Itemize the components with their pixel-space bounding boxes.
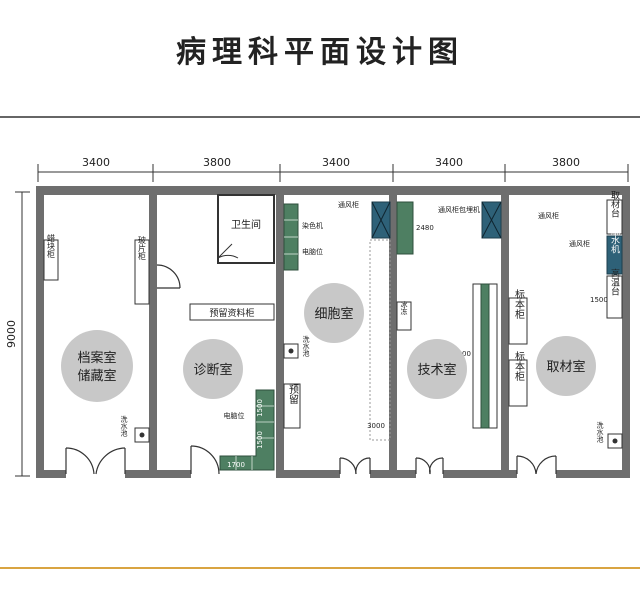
equipment-vent [396,201,414,255]
data-cabinet [189,303,275,321]
specimen-cabinet-2 [508,359,528,407]
technical-room-label: 技术室 [417,362,456,378]
tech-bench-inner [480,283,490,429]
archive-room-label-2: 储藏室 [77,368,116,384]
specimen-cabinet-1 [508,297,528,345]
vent-cabinet-sample-label-2: 通风柜 [569,239,590,248]
dim-width-1: 3400 [82,156,110,169]
dim-1700: 1700 [227,461,245,469]
archive-room-label-1: 档案室 [77,350,116,366]
diagnosis-room-label: 诊断室 [193,362,232,378]
data-cabinet-label: 预留资料柜 [209,307,254,319]
specimen-label-2: 标本柜 [513,351,525,382]
dim-3000: 3000 [367,422,385,430]
freeze-label: 冰冻 [400,300,408,315]
reserve-label: 预留 [287,384,299,405]
toilet-door [217,243,239,259]
dim-width-4: 3400 [435,156,463,169]
slide-cabinet [134,239,150,305]
reserve-box [283,383,301,429]
stainer-units [284,219,298,255]
archive-room-marker [61,330,133,402]
toilet-label: 卫生间 [231,218,261,231]
specimen-label-1: 标本柜 [513,289,525,320]
embed-vent-label: 通风柜包埋机 [438,205,480,214]
top-dimension-line [37,164,629,182]
cell-room-marker [304,283,364,343]
dim-width-3: 3400 [322,156,350,169]
sampling-room-marker [536,336,596,396]
sink-sample-label: 洗水池 [596,421,604,443]
diagnosis-room-marker [183,339,243,399]
sink-sample-drain-icon [612,438,618,444]
sink-cell-drain-icon [288,348,294,354]
high-temp-label: 高温台 [609,267,620,296]
cell-computer-label: 电脑位 [302,247,323,256]
wax-cabinet-label: 蜡块柜 [47,233,56,259]
dim-2480: 2480 [416,224,434,232]
diagnosis-computer-label: 电脑位 [224,411,245,420]
cell-bench [369,239,391,441]
stainer-label: 染色机 [302,221,323,230]
dehydrator [606,235,623,275]
cutting-table-label: 取材台 [609,190,620,218]
slide-cabinet-label: 玻片柜 [138,235,147,261]
freeze-box [396,301,412,331]
sink-archive-label: 洗水池 [120,415,128,437]
dim-height: 9000 [5,320,18,348]
computer-desk [219,389,275,471]
sink-cell-label: 洗水池 [302,335,310,357]
dim-width-5: 3800 [552,156,580,169]
cell-room-label: 细胞室 [314,306,353,322]
wax-block-cabinet [43,239,59,281]
embed-vent-cross [481,201,502,239]
high-temp-table [606,275,623,319]
vent-cabinet-cross [371,201,391,239]
dim-1500-a: 1500 [256,399,264,417]
vent-cabinet-sample-label-1: 通风柜 [538,211,559,220]
cutting-table [606,199,623,235]
dehydrator-label: 脱水机 [609,225,620,254]
counter-units [235,405,274,470]
sink-drain-icon [139,432,145,438]
walls [36,186,630,478]
vent-cabinet-cell-label: 通风柜 [338,200,359,209]
dim-width-2: 3800 [203,156,231,169]
technical-room-marker [407,339,467,399]
page-title: 病理科平面设计图 [176,35,464,70]
dim-1500-b: 1500 [256,431,264,449]
left-dimension-line [15,191,30,477]
dim-1500-c: 1500 [590,296,608,304]
toilet-room [217,194,275,264]
doors [65,264,557,475]
sampling-room-label: 取材室 [546,359,585,375]
